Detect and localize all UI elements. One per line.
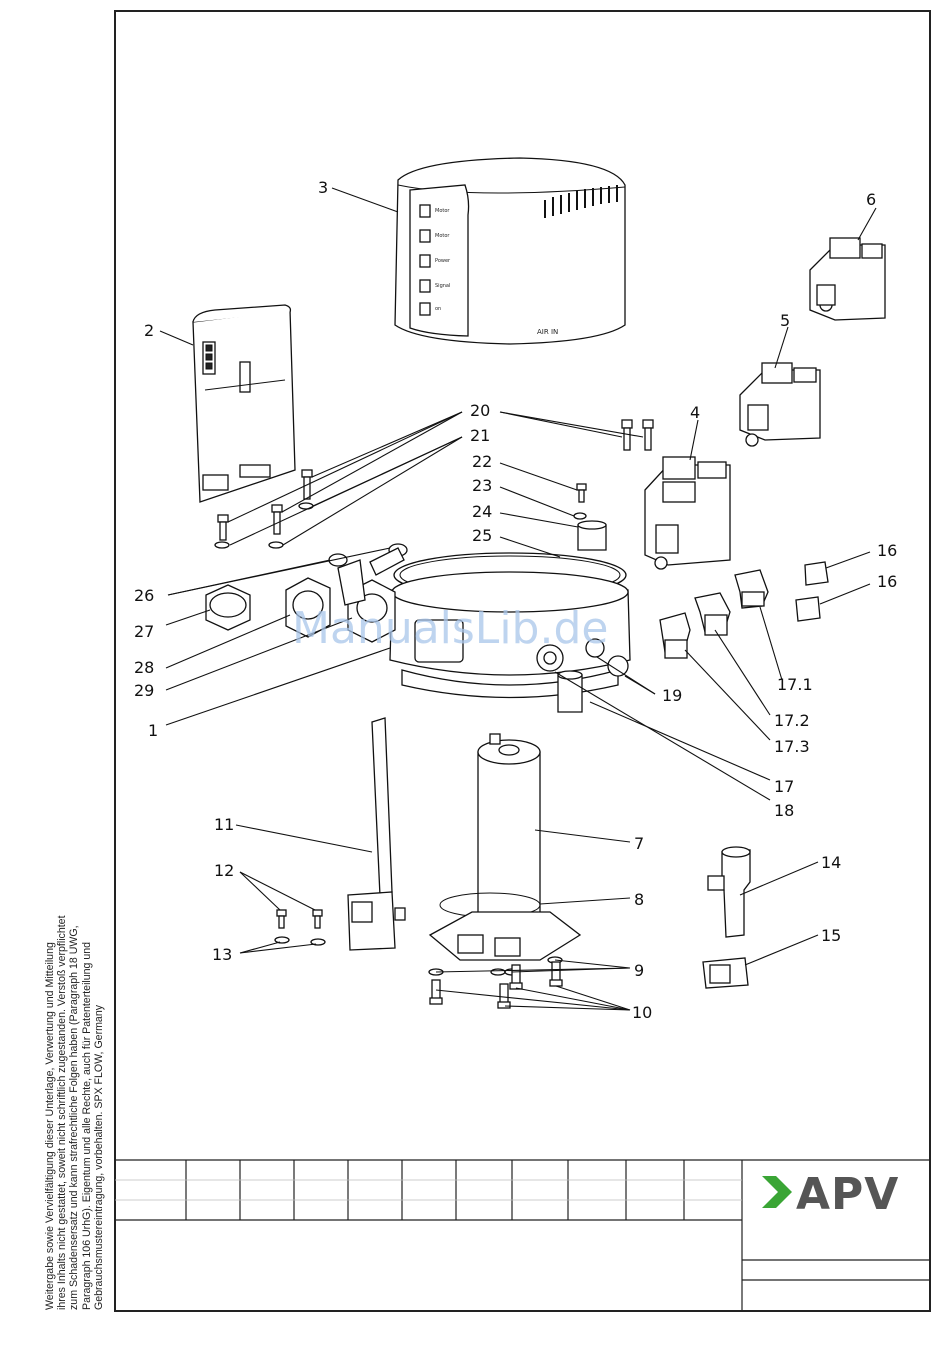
- title-block: [115, 1159, 930, 1311]
- svg-text:Power: Power: [435, 258, 451, 264]
- screws-parts-12-13: [274, 909, 326, 946]
- label-3: 3: [318, 178, 328, 197]
- fitting-part-15: [702, 957, 749, 989]
- logo-chevron-icon: [762, 1176, 792, 1208]
- label-7: 7: [634, 834, 644, 853]
- valve-part-4: [644, 456, 731, 570]
- label-2: 2: [144, 321, 154, 340]
- label-29: 29: [134, 681, 154, 700]
- label-27: 27: [134, 622, 154, 641]
- label-5: 5: [780, 311, 790, 330]
- reservoir-part-7: [477, 733, 541, 916]
- label-6: 6: [866, 190, 876, 209]
- label-15: 15: [821, 926, 841, 945]
- cover-part-3: Motor Motor Power Signal on AIR IN: [394, 157, 626, 345]
- label-17-3: 17.3: [774, 737, 810, 756]
- label-8: 8: [634, 890, 644, 909]
- leader-lines: [159, 187, 877, 1011]
- valve-part-5: [739, 362, 821, 447]
- glands-parts-26-29: [205, 543, 408, 643]
- svg-text:Motor: Motor: [435, 233, 450, 239]
- fittings-parts-16-17: [659, 561, 829, 659]
- label-1: 1: [148, 721, 158, 740]
- part-labels: 3 2 6 5 4 20 21 22 23 24 25 26 27 28 29 …: [134, 178, 897, 1022]
- label-25: 25: [472, 526, 492, 545]
- svg-text:Motor: Motor: [435, 208, 450, 214]
- valve-part-6: [809, 237, 886, 321]
- control-board-part-2: [192, 304, 296, 503]
- label-11: 11: [214, 815, 234, 834]
- label-22: 22: [472, 452, 492, 471]
- drawing-frame: [114, 10, 931, 1312]
- label-28: 28: [134, 658, 154, 677]
- label-17-2: 17.2: [774, 711, 810, 730]
- housing-part-1: [389, 552, 631, 713]
- fitting-part-14: [707, 846, 751, 938]
- label-10: 10: [632, 1003, 652, 1022]
- label-16b: 16: [877, 572, 897, 591]
- label-23: 23: [472, 476, 492, 495]
- apv-logo: APV: [762, 1169, 899, 1220]
- screws-parts-9-10: [428, 956, 563, 1009]
- label-4: 4: [690, 403, 700, 422]
- level-sensor-part-11: [347, 717, 406, 951]
- label-18: 18: [774, 801, 794, 820]
- label-16a: 16: [877, 541, 897, 560]
- label-20: 20: [470, 401, 490, 420]
- label-9: 9: [634, 961, 644, 980]
- screw-part-22: [573, 483, 587, 520]
- seal-part-8: [428, 892, 582, 961]
- svg-text:Signal: Signal: [435, 283, 450, 289]
- label-13: 13: [212, 945, 232, 964]
- label-14: 14: [821, 853, 841, 872]
- svg-text:on: on: [435, 306, 441, 312]
- screws-part-20: [214, 419, 654, 549]
- label-17-1: 17.1: [777, 675, 813, 694]
- logo-text: APV: [796, 1169, 899, 1220]
- watermark: ManualsLib.de: [292, 603, 608, 654]
- label-19: 19: [662, 686, 682, 705]
- label-17: 17: [774, 777, 794, 796]
- label-12: 12: [214, 861, 234, 880]
- label-26: 26: [134, 586, 154, 605]
- label-21: 21: [470, 426, 490, 445]
- label-24: 24: [472, 502, 492, 521]
- air-in-label: AIR IN: [537, 328, 558, 336]
- plug-part-24: [577, 520, 607, 551]
